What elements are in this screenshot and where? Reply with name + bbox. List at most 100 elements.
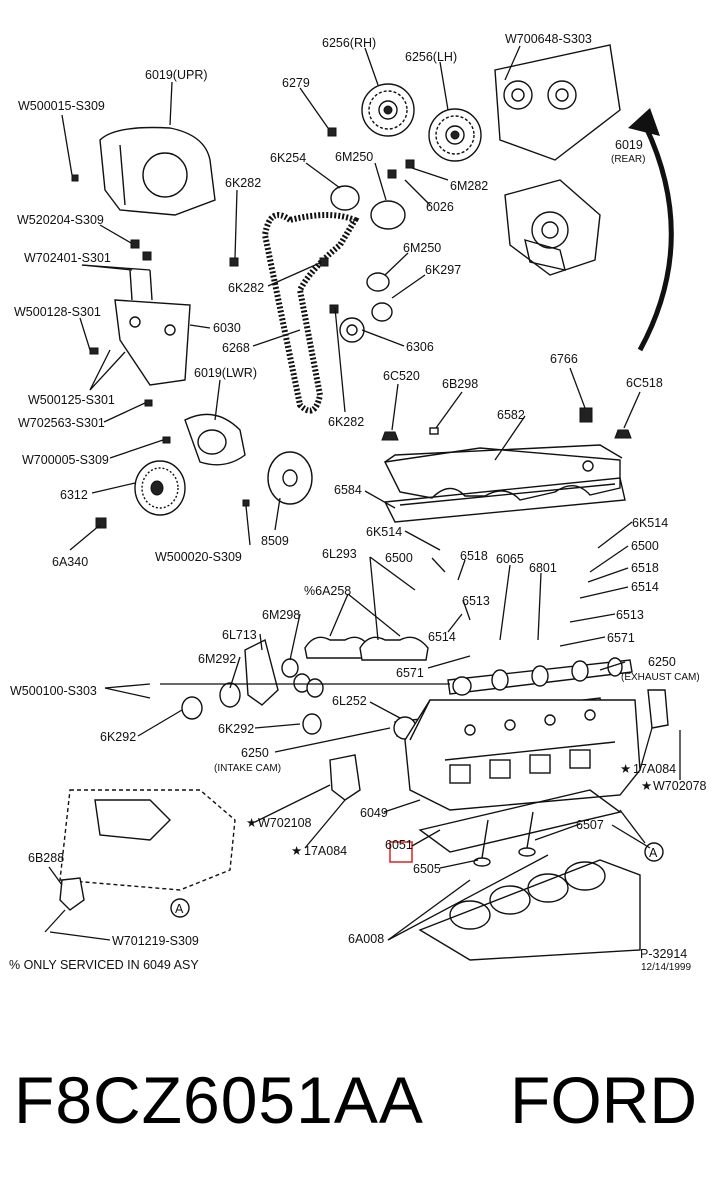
label-6m250b: 6M250 <box>403 241 441 255</box>
engine-bracket <box>114 269 191 386</box>
circle-a2 <box>170 898 190 918</box>
label-6582: 6582 <box>497 408 525 422</box>
cam-sprocket-lh <box>428 108 482 162</box>
brand-name: FORD <box>510 1063 697 1137</box>
label-6513a: 6513 <box>462 594 490 608</box>
label-6801: 6801 <box>529 561 557 575</box>
label-6026: 6026 <box>426 200 454 214</box>
label-6a340: 6A340 <box>52 555 88 569</box>
label-w500128: W500128-S301 <box>14 305 101 319</box>
breather-caps <box>381 407 632 441</box>
label-star-17a084a: ★ <box>620 762 631 776</box>
rotation-arrow-head <box>628 108 660 136</box>
label-6514a: 6514 <box>631 580 659 594</box>
label-6l252: 6L252 <box>332 694 367 708</box>
label-6k514b: 6K514 <box>632 516 668 530</box>
label-6b298: 6B298 <box>442 377 478 391</box>
label-a2: A <box>175 902 184 916</box>
label-w700005: W700005-S309 <box>22 453 109 467</box>
label-star-w702078: ★ <box>641 779 652 793</box>
highlight-6051 <box>389 841 413 863</box>
label-6k292b: 6K292 <box>218 722 254 736</box>
label-note: % ONLY SERVICED IN 6049 ASY <box>9 958 199 972</box>
label-w701219: W701219-S309 <box>112 934 199 948</box>
label-w702108: W702108 <box>258 816 312 830</box>
label-w500015: W500015-S309 <box>18 99 105 113</box>
label-6505: 6505 <box>413 862 441 876</box>
label-6m292: 6M292 <box>198 652 236 666</box>
label-6051: 6051 <box>385 838 413 852</box>
label-6m298: 6M298 <box>262 608 300 622</box>
rear-cover-assembly <box>494 44 621 276</box>
label-date: 12/14/1999 <box>641 962 691 973</box>
crank-pulley <box>134 460 186 516</box>
label-6250-intake-2: (INTAKE CAM) <box>214 763 281 774</box>
engine-block <box>418 859 641 961</box>
rotation-arrow <box>637 123 674 352</box>
valve-cover-gasket <box>383 477 626 523</box>
engine-exploded-diagram: 6256(RH) W700648-S303 6256(LH) 6019(UPR)… <box>9 32 707 973</box>
label-6l713: 6L713 <box>222 628 257 642</box>
label-6250-intake-1: 6250 <box>241 746 269 760</box>
circle-a1 <box>644 842 664 862</box>
label-6k282a: 6K282 <box>225 176 261 190</box>
label-17a084a: 17A084 <box>633 762 676 776</box>
sensor-brackets <box>329 689 669 801</box>
cam-seal-assembly <box>181 638 324 735</box>
label-6k292a: 6K292 <box>100 730 136 744</box>
label-6518a: 6518 <box>460 549 488 563</box>
label-17a084b: 17A084 <box>304 844 347 858</box>
label-6a008: 6A008 <box>348 932 384 946</box>
label-6250-exhaust-2: (EXHAUST CAM) <box>621 672 700 683</box>
label-6766: 6766 <box>550 352 578 366</box>
label-6514b: 6514 <box>428 630 456 644</box>
label-6030: 6030 <box>213 321 241 335</box>
idler-pulleys <box>330 185 406 343</box>
label-6019rear-2: (REAR) <box>611 154 645 165</box>
label-6507: 6507 <box>576 818 604 832</box>
label-w702563: W702563-S301 <box>18 416 105 430</box>
label-a1: A <box>649 846 658 860</box>
label-6k514a: 6K514 <box>366 525 402 539</box>
label-8509: 8509 <box>261 534 289 548</box>
label-6256lh: 6256(LH) <box>405 50 457 64</box>
label-6m282: 6M282 <box>450 179 488 193</box>
water-pump-pulley <box>267 451 313 505</box>
label-6584: 6584 <box>334 483 362 497</box>
timing-cover-upper <box>99 126 216 216</box>
leader-lines <box>48 45 681 941</box>
label-star-17a084b: ★ <box>291 844 302 858</box>
valve-cover <box>383 444 623 501</box>
timing-belt <box>261 212 360 414</box>
label-6c518a: 6C518 <box>626 376 663 390</box>
label-6250-exhaust-1: 6250 <box>648 655 676 669</box>
label-w702078: W702078 <box>653 779 707 793</box>
label-6500b: 6500 <box>631 539 659 553</box>
label-6256rh: 6256(RH) <box>322 36 376 50</box>
label-6k282c: 6K282 <box>328 415 364 429</box>
label-star-w702108: ★ <box>246 816 257 830</box>
timing-cover-lower <box>184 413 246 466</box>
label-6065: 6065 <box>496 552 524 566</box>
label-p32914: P-32914 <box>640 947 687 961</box>
label-6a258: %6A258 <box>304 584 351 598</box>
label-w702401: W702401-S301 <box>24 251 111 265</box>
label-6306: 6306 <box>406 340 434 354</box>
label-6l293: 6L293 <box>322 547 357 561</box>
cam-sprocket-rh <box>361 83 415 137</box>
label-6k297: 6K297 <box>425 263 461 277</box>
label-6279: 6279 <box>282 76 310 90</box>
part-number: F8CZ6051AA <box>14 1063 424 1137</box>
label-6571b: 6571 <box>396 666 424 680</box>
bolts <box>71 127 415 529</box>
label-6019upr: 6019(UPR) <box>145 68 208 82</box>
inset-detail <box>44 789 236 933</box>
label-6019rear-1: 6019 <box>615 138 643 152</box>
label-6019lwr: 6019(LWR) <box>194 366 257 380</box>
label-6k282b: 6K282 <box>228 281 264 295</box>
label-w520204: W520204-S309 <box>17 213 104 227</box>
label-w500020: W500020-S309 <box>155 550 242 564</box>
label-6571a: 6571 <box>607 631 635 645</box>
label-w500100: W500100-S303 <box>10 684 97 698</box>
label-6518b: 6518 <box>631 561 659 575</box>
